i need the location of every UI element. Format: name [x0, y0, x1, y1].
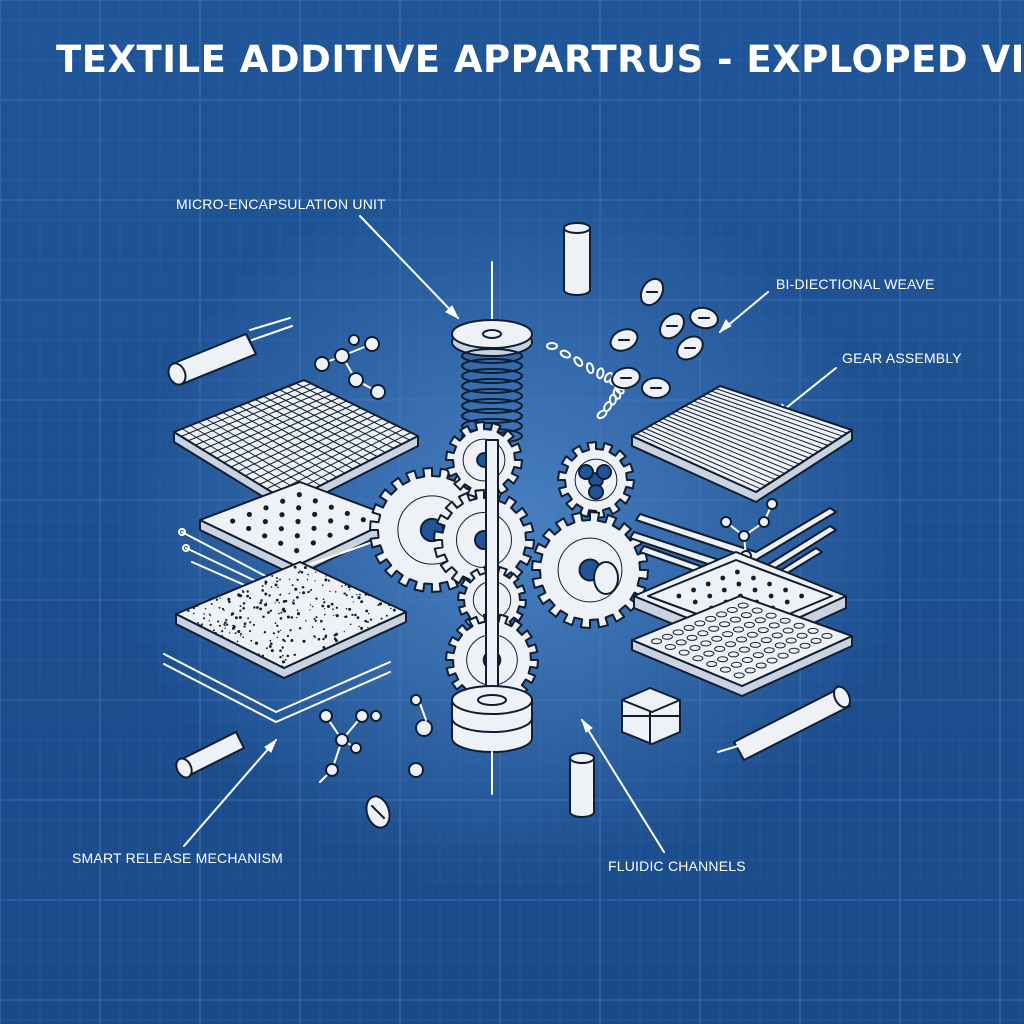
- arrowhead-smart-release: [264, 738, 278, 753]
- drive-chain: [546, 342, 627, 420]
- cylinder-tube-right: [717, 685, 851, 761]
- capsule-pellet-bottom-left: [365, 795, 391, 829]
- central-assembly-column: [369, 261, 649, 795]
- capsule-pellets-right: [609, 277, 719, 399]
- gear-upper: [445, 421, 523, 499]
- gear-stack: [369, 421, 649, 707]
- callout-gear-assembly: GEAR ASSEMBLY: [842, 350, 962, 366]
- arrowhead-bidirectional-weave: [718, 319, 732, 334]
- mesh-layer-top-left: [173, 379, 419, 513]
- filter-blocks-right: [621, 687, 681, 745]
- micro-encapsulation-disc: [451, 319, 533, 357]
- bearing-ball: [415, 719, 433, 737]
- molecule-cluster-bottom-left: [319, 709, 382, 783]
- woven-layer-top-right: [631, 385, 853, 503]
- leader-smart-release: [183, 739, 277, 847]
- leader-fluidic-channels: [581, 719, 665, 853]
- speckled-layer-left: [175, 561, 407, 679]
- callout-micro-encapsulation-unit: MICRO-ENCAPSULATION UNIT: [176, 196, 386, 212]
- bearing-ball: [408, 762, 424, 778]
- diagram-title: TEXTILE ADDITIVE APPARTRUS - EXPLOPED VI…: [56, 38, 1024, 81]
- callout-smart-release-mechanism: SMART RELEASE MECHANISM: [72, 850, 284, 866]
- top-capsule-cylinder: [563, 222, 591, 296]
- large-gear-right: [531, 511, 649, 629]
- arrowhead-fluidic-channels: [580, 718, 593, 733]
- base-drum: [451, 685, 533, 753]
- callout-bi-directional-weave: BI-DIECTIONAL WEAVE: [776, 276, 935, 292]
- molecule-cluster-top-left: [314, 334, 386, 400]
- textured-layer-right: [631, 595, 853, 697]
- cylinder-tube-bottom-left: [175, 731, 245, 779]
- right-layer-stack: [609, 277, 853, 761]
- arrowhead-micro-encapsulation: [445, 305, 460, 320]
- leader-micro-encapsulation: [359, 215, 459, 319]
- gear-upper-right: [557, 441, 635, 519]
- bottom-capsule-cylinder: [569, 752, 595, 818]
- thin-sheets-left: [163, 653, 391, 723]
- cylinder-tube-left: [167, 317, 293, 386]
- left-layer-stack: [163, 317, 419, 829]
- callout-fluidic-channels: FLUIDIC CHANNELS: [608, 858, 746, 874]
